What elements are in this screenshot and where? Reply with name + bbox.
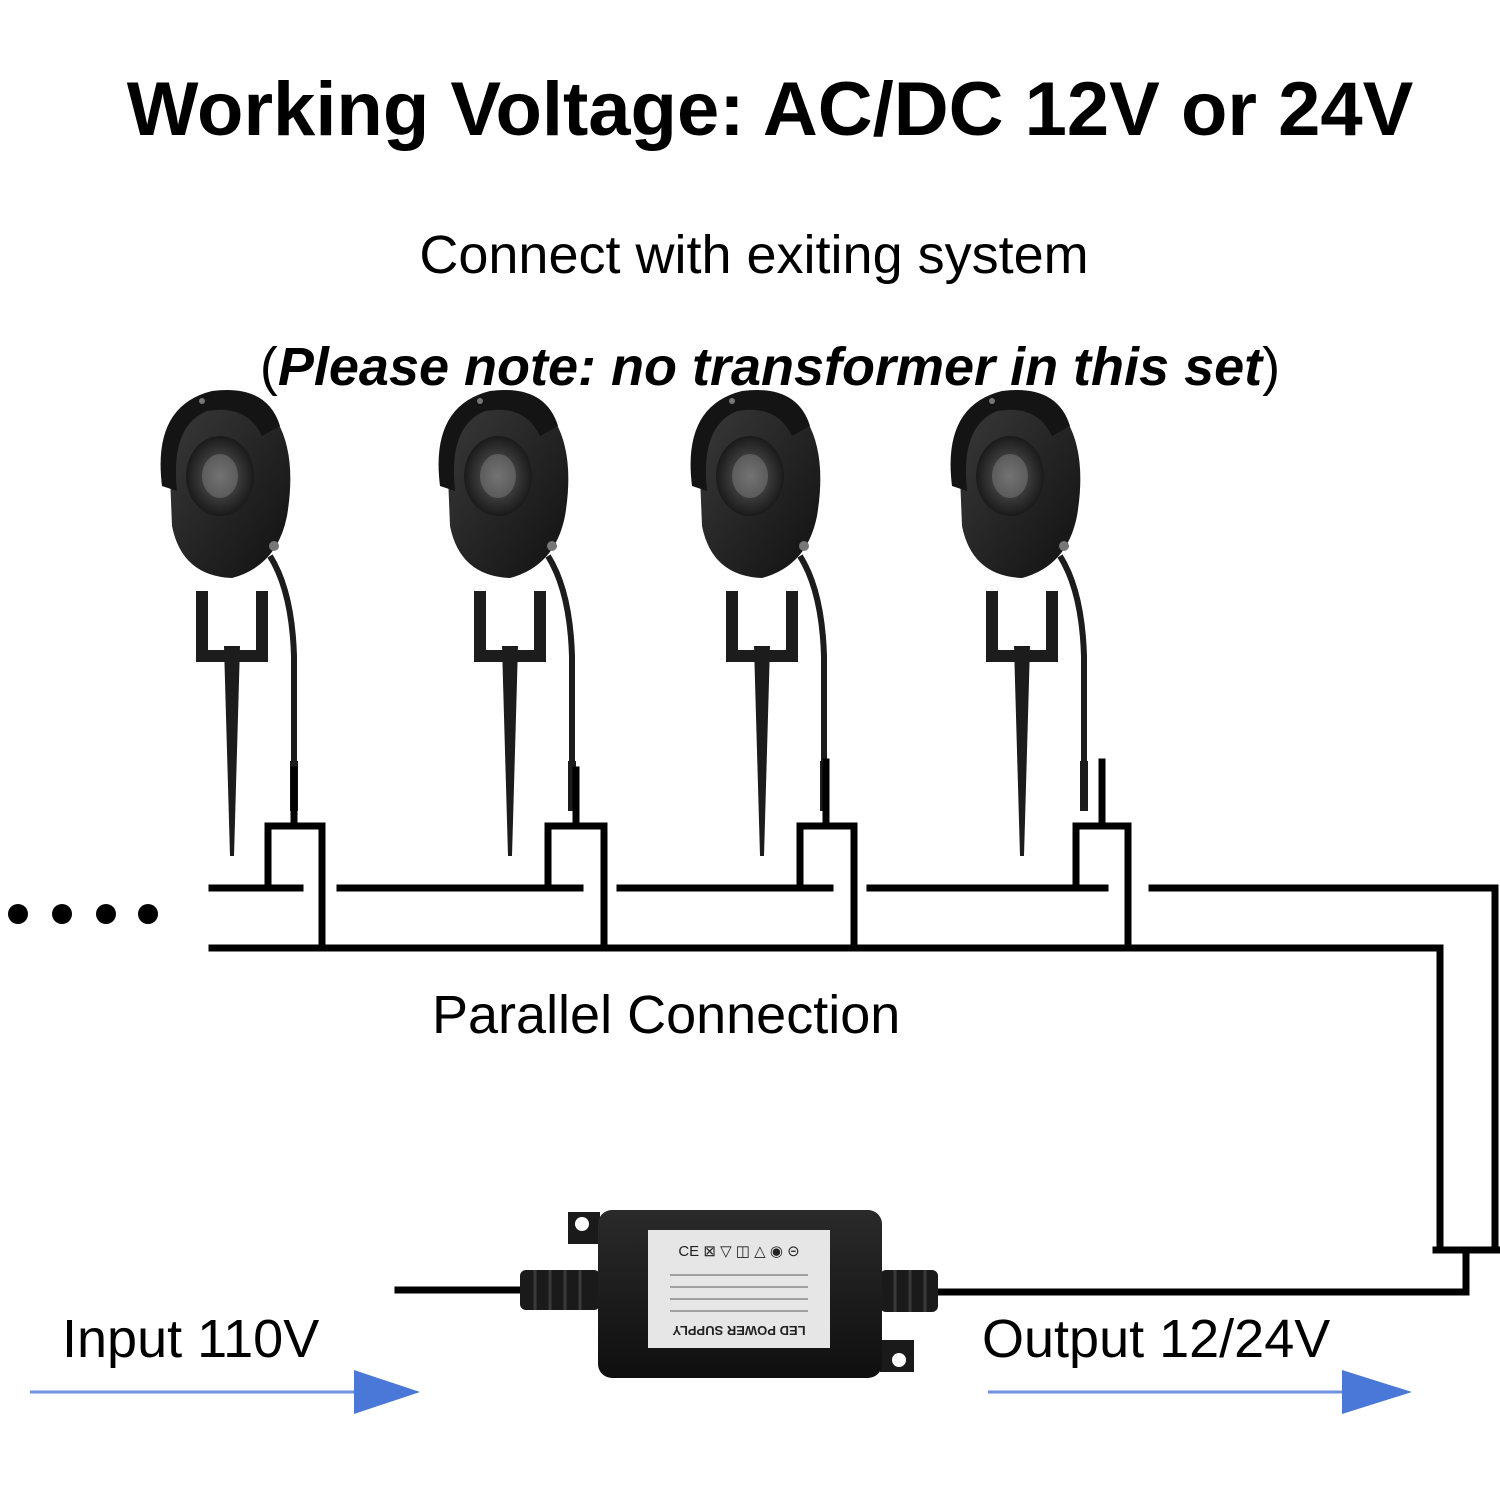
psu-label: LED POWER SUPPLY [672,1323,805,1338]
continuation-dots [8,904,158,924]
garden-spotlight-2 [439,390,576,856]
page-title: Working Voltage: AC/DC 12V or 24V [126,67,1414,152]
input-voltage-label: Input 110V [62,1309,320,1369]
note-open-paren: ( [259,337,278,397]
garden-spotlight-4 [951,390,1088,856]
garden-spotlight-3 [691,390,828,856]
led-power-supply: CE ⊠ ▽ ◫ △ ◉ ⊝ LED POWER SUPPLY [520,1210,938,1378]
output-voltage-label: Output 12/24V [982,1309,1331,1369]
note-text: Please note: no transformer in this set [277,337,1263,397]
output-arrow [988,1370,1412,1414]
subtitle: Connect with exiting system [419,225,1089,285]
transformer-note: (Please note: no transformer in this set… [0,340,1500,394]
parallel-wiring [208,758,1500,1296]
psu-cert-marks: CE ⊠ ▽ ◫ △ ◉ ⊝ [678,1243,799,1260]
input-arrow [30,1370,420,1414]
garden-spotlight-1 [161,390,298,856]
parallel-connection-label: Parallel Connection [432,985,901,1045]
note-close-paren: ) [1262,337,1281,397]
